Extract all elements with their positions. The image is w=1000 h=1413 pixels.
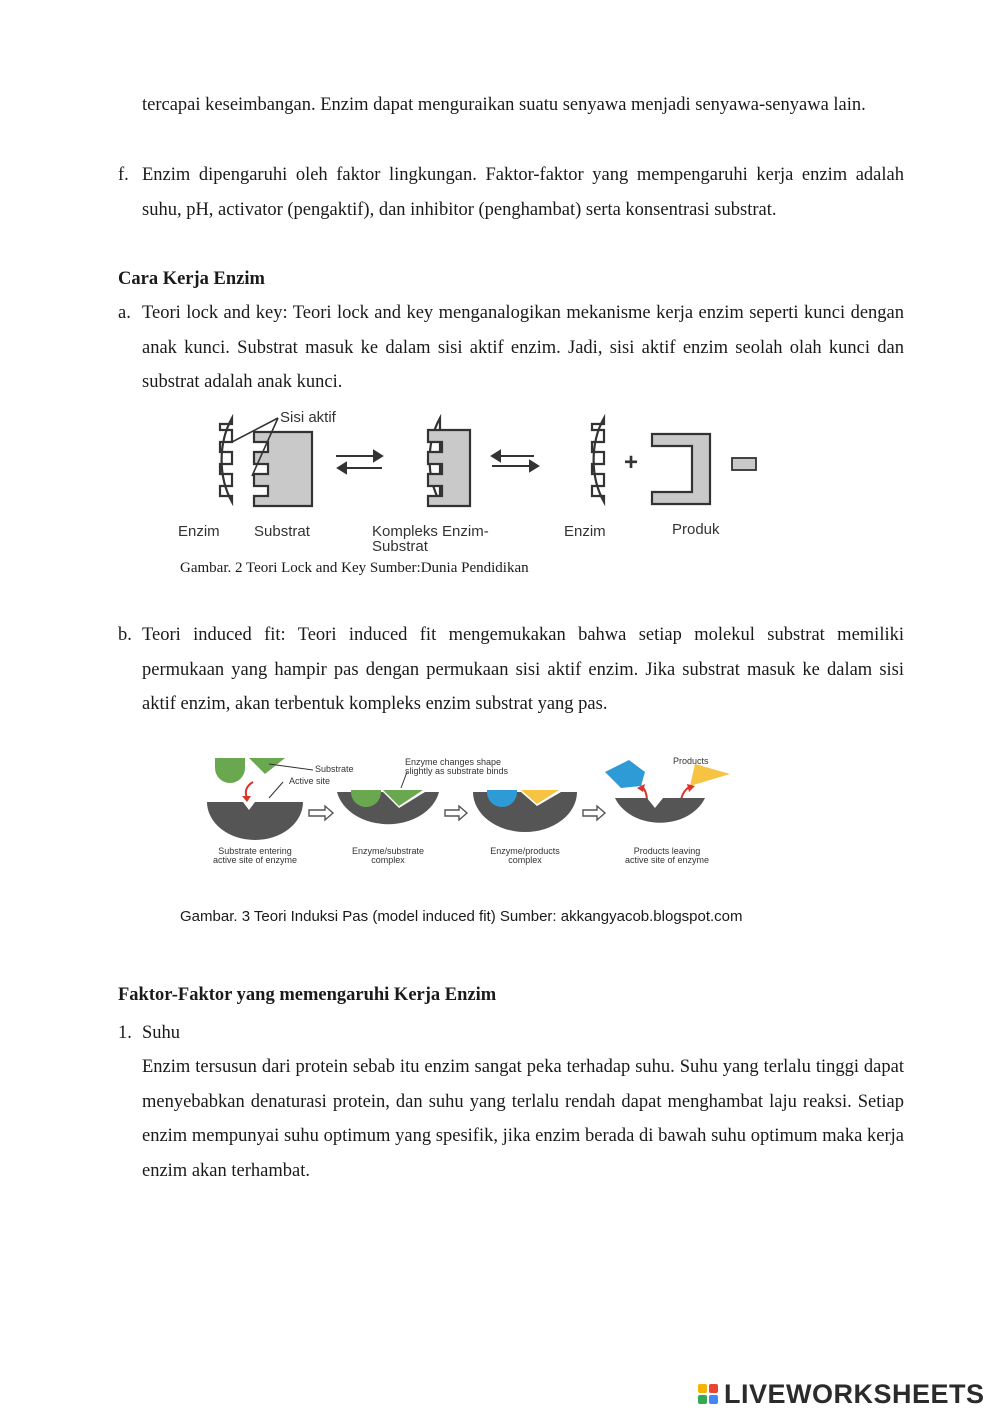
label-substrat: Substrat [254, 523, 311, 540]
section-title-cara-kerja: Cara Kerja Enzim [118, 269, 265, 289]
label-products: Products [673, 756, 709, 766]
label-step-3: Enzyme/products [490, 846, 560, 856]
label-step-4-b: active site of enzyme [625, 855, 709, 865]
pointer-line [268, 763, 314, 771]
list-marker: 1. [118, 1023, 132, 1043]
list-item-b: b. Teori induced fit: Teori induced fit … [118, 618, 904, 722]
equilibrium-arrows [490, 449, 540, 473]
figure-caption-3: Gambar. 3 Teori Induksi Pas (model induc… [180, 908, 743, 925]
pointer-line [268, 781, 284, 799]
logo-text: LIVEWORKSHEETS [724, 1378, 985, 1409]
enzyme-grey [615, 798, 705, 823]
label-enzim-2: Enzim [564, 523, 606, 540]
product-shape [650, 432, 712, 506]
enzyme-shape [590, 413, 606, 507]
list-item-text: Enzim dipengaruhi oleh faktor lingkungan… [142, 165, 904, 220]
list-marker: b. [118, 625, 132, 645]
label-enzyme-changes-2: slightly as substrate binds [405, 766, 509, 776]
logo-icon [698, 1384, 718, 1404]
label-step-2-b: complex [371, 855, 405, 865]
list-item-label: Suhu [142, 1023, 181, 1043]
label-step-1: Substrate entering [218, 846, 292, 856]
pointer-line [400, 771, 408, 789]
label-kompleks-2: Substrat [372, 538, 429, 555]
lock-and-key-diagram: Sisi aktif + Enzim Substrat Kompleks Enz… [178, 409, 757, 555]
label-produk: Produk [672, 521, 720, 538]
induced-fit-diagram: Substrate Active site Enzyme changes sha… [207, 756, 730, 865]
intro-paragraph: tercapai keseimbangan. Enzim dapat mengu… [142, 95, 866, 115]
figure-caption-2: Gambar. 2 Teori Lock and Key Sumber:Duni… [180, 560, 529, 576]
pointer-line [231, 417, 279, 443]
label-step-4: Products leaving [634, 846, 701, 856]
step-arrow [308, 804, 335, 822]
suhu-paragraph: Enzim tersusun dari protein sebab itu en… [142, 1057, 904, 1181]
product-blue [605, 760, 645, 788]
label-substrate: Substrate [315, 764, 354, 774]
substrate-shape [252, 430, 314, 508]
list-item-1: 1. Suhu [118, 1016, 904, 1051]
list-item-a: a. Teori lock and key: Teori lock and ke… [118, 296, 904, 400]
product-fragment [731, 457, 757, 471]
equilibrium-arrows [336, 449, 384, 475]
label-active-site: Active site [289, 776, 330, 786]
substrate-green [383, 790, 423, 806]
label-enzyme-changes: Enzyme changes shape [405, 757, 501, 767]
label-enzim: Enzim [178, 523, 220, 540]
label-kompleks: Kompleks Enzim- [372, 523, 489, 540]
label-step-2: Enzyme/substrate [352, 846, 424, 856]
product-yellow [521, 790, 559, 804]
substrate-green [215, 758, 245, 783]
substrate-green [249, 758, 285, 774]
list-item-text: Teori induced fit: Teori induced fit men… [142, 625, 904, 714]
arrow-red [244, 781, 254, 799]
plus-icon: + [624, 449, 638, 476]
pointer-line [251, 417, 279, 477]
list-marker: a. [118, 303, 131, 323]
enzyme-grey [473, 792, 577, 832]
product-yellow [690, 764, 730, 786]
label-step-1-b: active site of enzyme [213, 855, 297, 865]
enzyme-grey [337, 792, 439, 825]
step-arrow [444, 804, 469, 822]
label-sisi-aktif: Sisi aktif [280, 409, 337, 426]
section-title-faktor: Faktor-Faktor yang memengaruhi Kerja Enz… [118, 985, 497, 1005]
list-marker: f. [118, 165, 129, 185]
list-item-f: f. Enzim dipengaruhi oleh faktor lingkun… [118, 158, 904, 227]
enzyme-grey [207, 802, 303, 840]
label-step-3-b: complex [508, 855, 542, 865]
list-item-text: Teori lock and key: Teori lock and key m… [142, 303, 904, 392]
step-arrow [582, 804, 607, 822]
liveworksheets-logo[interactable]: LIVEWORKSHEETS [698, 1378, 985, 1410]
enzyme-shape [218, 413, 234, 507]
